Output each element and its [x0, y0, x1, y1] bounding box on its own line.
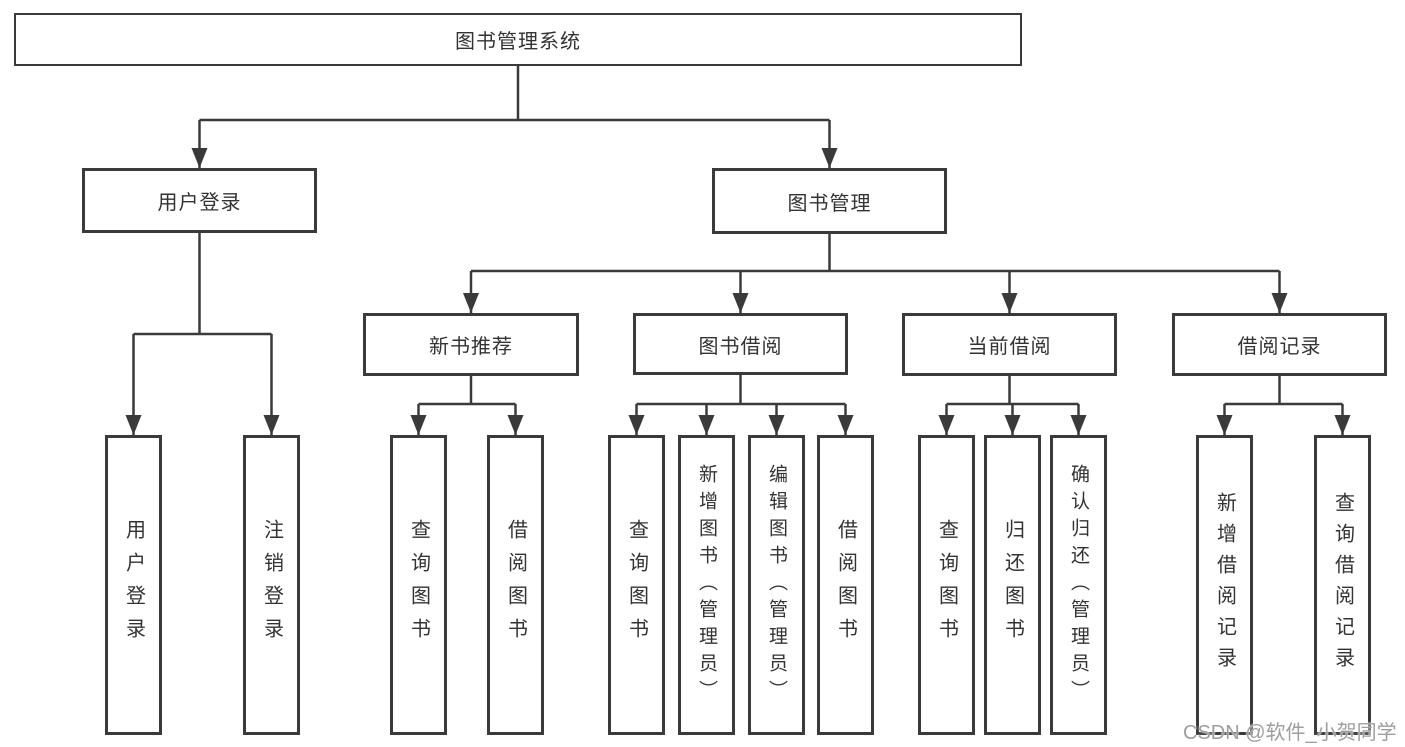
leaf-newrec-borrow-book: 借阅图书	[487, 435, 544, 735]
node-current-borrow-label: 当前借阅	[967, 336, 1052, 358]
node-current-borrow: 当前借阅	[902, 313, 1117, 376]
node-borrow-records-label: 借阅记录	[1237, 336, 1322, 358]
node-borrow-records: 借阅记录	[1172, 313, 1387, 376]
leaf-newrec-query-book: 查询图书	[390, 435, 447, 735]
csdn-watermark: CSDN @软件_小贺同学	[1183, 722, 1397, 744]
node-book-management: 图书管理	[712, 168, 947, 234]
leaf-current-confirm-return-admin: 确认归还（管理员）	[1050, 435, 1107, 735]
node-book-borrow-label: 图书借阅	[698, 335, 783, 358]
leaf-borrow-add-book-admin: 新增图书（管理员）	[678, 435, 735, 735]
leaf-current-return-book-label: 归还图书	[1001, 519, 1024, 651]
leaf-borrow-edit-book-admin: 编辑图书（管理员）	[748, 435, 805, 735]
leaf-user-login: 用户登录	[105, 435, 162, 735]
leaf-logout-label: 注销登录	[260, 519, 283, 651]
leaf-current-confirm-return-admin-label: 确认归还（管理员）	[1068, 463, 1089, 707]
node-new-book-recommend-label: 新书推荐	[429, 336, 513, 358]
node-root-label: 图书管理系统	[455, 31, 581, 53]
leaf-current-return-book: 归还图书	[984, 435, 1041, 735]
leaf-records-query-record: 查询借阅记录	[1314, 435, 1371, 735]
node-user-login: 用户登录	[82, 168, 317, 233]
leaf-logout: 注销登录	[243, 435, 300, 735]
leaf-borrow-borrow-book: 借阅图书	[817, 435, 874, 735]
leaf-borrow-edit-book-admin-label: 编辑图书（管理员）	[766, 463, 787, 707]
leaf-records-add-record: 新增借阅记录	[1196, 435, 1253, 735]
leaf-borrow-borrow-book-label: 借阅图书	[834, 519, 857, 651]
node-book-borrow: 图书借阅	[633, 313, 848, 375]
leaf-newrec-query-book-label: 查询图书	[407, 519, 430, 651]
leaf-borrow-query-book: 查询图书	[608, 435, 665, 735]
leaf-records-add-record-label: 新增借阅记录	[1213, 492, 1236, 678]
leaf-borrow-query-book-label: 查询图书	[625, 519, 648, 651]
leaf-user-login-label: 用户登录	[122, 519, 145, 651]
leaf-records-query-record-label: 查询借阅记录	[1331, 492, 1354, 678]
leaf-borrow-add-book-admin-label: 新增图书（管理员）	[696, 463, 717, 707]
leaf-current-query-book: 查询图书	[918, 435, 975, 735]
node-new-book-recommend: 新书推荐	[363, 313, 579, 376]
node-book-management-label: 图书管理	[787, 192, 872, 215]
leaf-newrec-borrow-book-label: 借阅图书	[504, 519, 527, 651]
node-root: 图书管理系统	[14, 13, 1022, 66]
node-user-login-label: 用户登录	[157, 192, 242, 214]
leaf-current-query-book-label: 查询图书	[935, 519, 958, 651]
